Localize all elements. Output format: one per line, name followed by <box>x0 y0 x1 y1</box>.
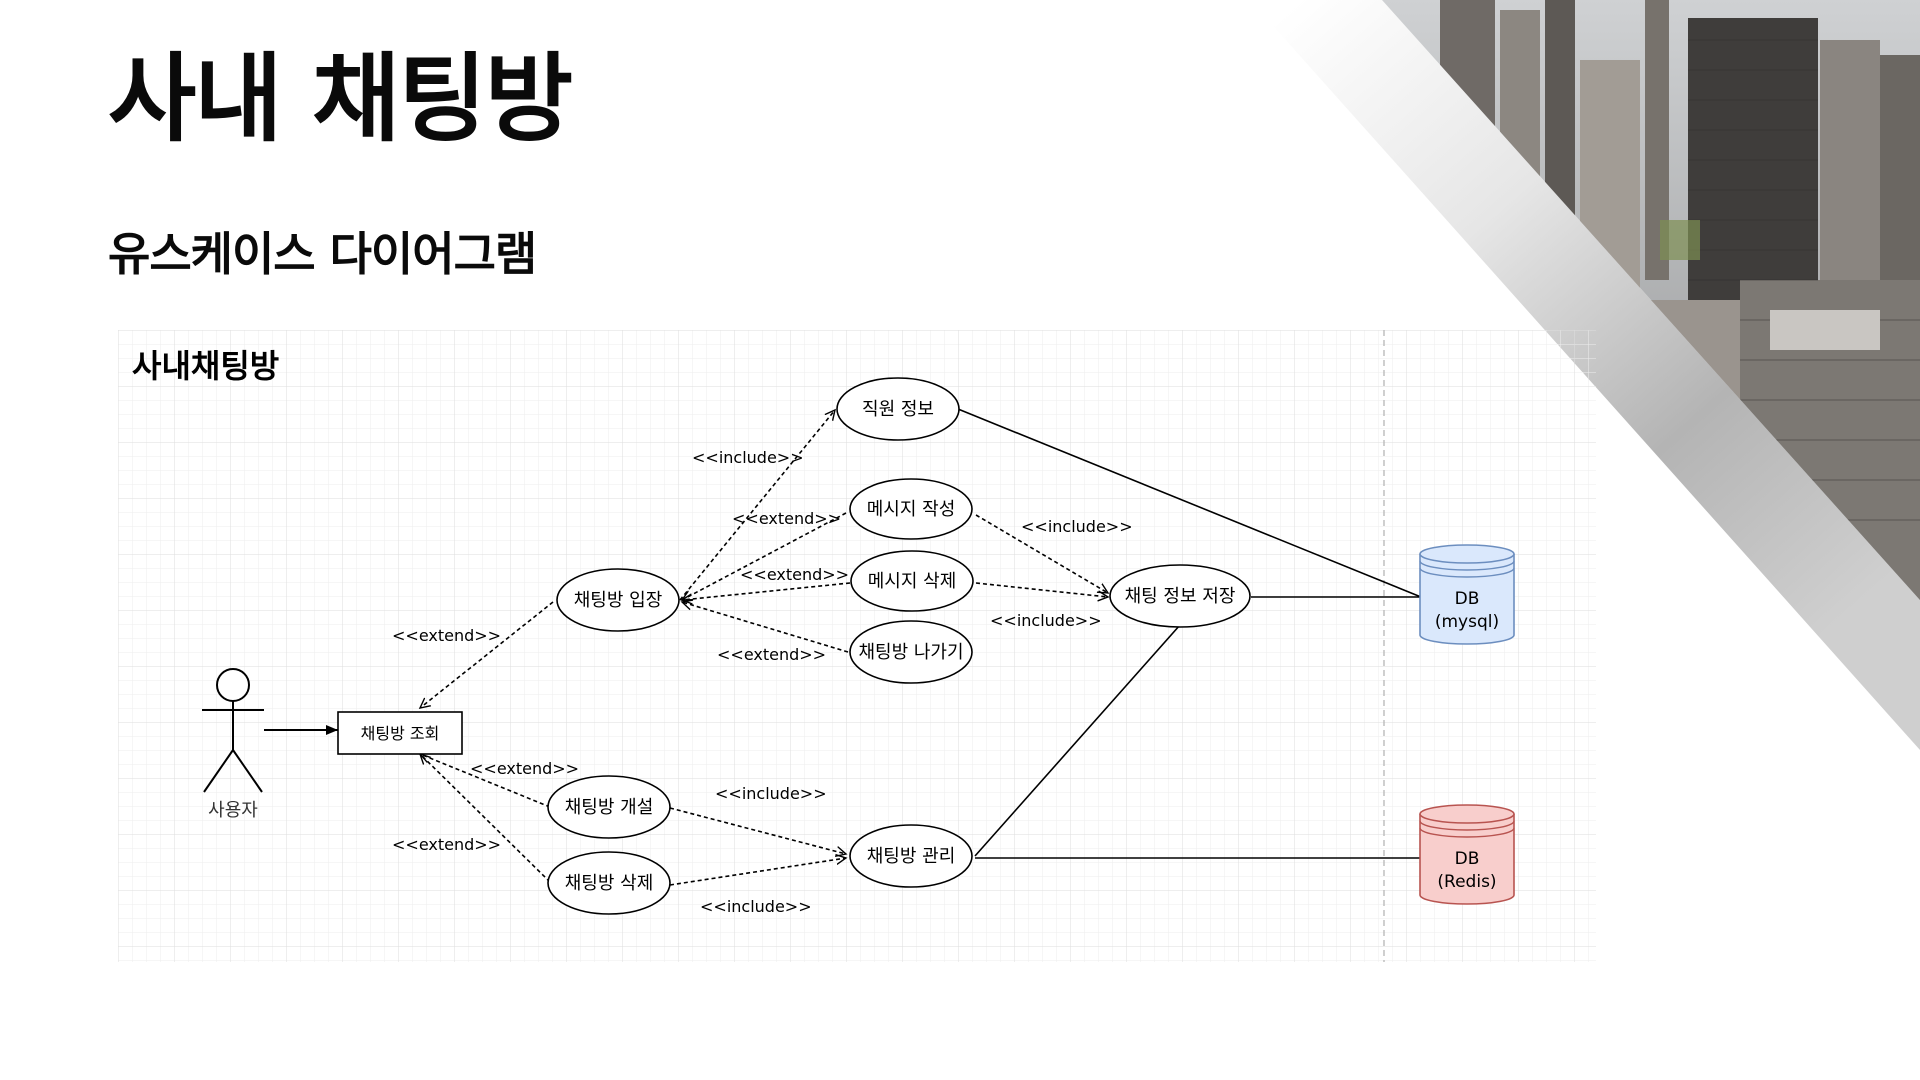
label-include-remove-manage: <<include>> <box>700 897 812 916</box>
edge-delete-enter <box>682 582 851 600</box>
node-chatroom-enter <box>556 568 680 632</box>
edge-write-enter <box>682 512 847 600</box>
db-mysql-label-2: (mysql) <box>1435 612 1499 632</box>
label-extend-write: <<extend>> <box>732 509 841 528</box>
db-redis-label-2: (Redis) <box>1437 872 1496 892</box>
node-chatroom-leave <box>849 620 973 684</box>
edge-write-save <box>975 514 1108 593</box>
actor-user <box>202 668 264 793</box>
page-subtitle: 유스케이스 다이어그램 <box>108 227 537 281</box>
label-include-create-manage: <<include>> <box>715 784 827 803</box>
edge-remove-view <box>420 754 551 883</box>
node-chatroom-view <box>337 711 463 755</box>
page-title: 사내 채팅방 <box>108 43 573 155</box>
node-chatroom-create <box>547 775 671 839</box>
node-chatroom-remove <box>547 851 671 915</box>
use-case-diagram: 사내채팅방 사용자 채팅방 조회 <box>118 330 1596 962</box>
edge-remove-manage <box>669 858 846 886</box>
label-include-delete-save: <<include>> <box>990 611 1102 630</box>
edge-manage-save <box>974 624 1181 857</box>
label-extend-remove: <<extend>> <box>392 835 501 854</box>
node-message-delete <box>850 550 974 612</box>
dashed-edges <box>420 410 1108 886</box>
use-case-diagram-panel: 사내채팅방 사용자 채팅방 조회 <box>118 330 1596 962</box>
label-extend-delete: <<extend>> <box>740 565 849 584</box>
db-mysql-label-1: DB <box>1455 589 1480 609</box>
node-chatroom-manage-label: 채팅방 관리 <box>867 846 956 867</box>
db-mysql <box>1419 544 1515 645</box>
node-chat-info-save <box>1109 564 1251 628</box>
node-message-delete-label: 메시지 삭제 <box>868 571 957 592</box>
node-chat-info-save-label: 채팅 정보 저장 <box>1125 586 1236 607</box>
actor-head <box>216 668 250 702</box>
actor-label: 사용자 <box>208 800 258 821</box>
label-include-employee: <<include>> <box>692 448 804 467</box>
edge-leave-enter <box>682 602 849 653</box>
solid-edges <box>957 408 1422 859</box>
node-chatroom-remove-label: 채팅방 삭제 <box>565 873 654 894</box>
node-chatroom-leave-label: 채팅방 나가기 <box>858 642 963 663</box>
node-chatroom-manage <box>849 824 973 888</box>
node-chatroom-enter-label: 채팅방 입장 <box>574 590 663 611</box>
label-extend-create: <<extend>> <box>470 759 579 778</box>
edge-enter-employee <box>679 410 835 601</box>
db-redis <box>1419 804 1515 905</box>
db-redis-label-1: DB <box>1455 849 1480 869</box>
edge-employee-mysql <box>957 408 1422 598</box>
label-extend-leave: <<extend>> <box>717 645 826 664</box>
node-message-write <box>849 478 973 540</box>
node-message-write-label: 메시지 작성 <box>867 499 956 520</box>
label-include-write-save: <<include>> <box>1021 517 1133 536</box>
edge-create-view <box>420 754 551 808</box>
node-chatroom-view-label: 채팅방 조회 <box>361 724 440 743</box>
label-extend-enter: <<extend>> <box>392 626 501 645</box>
edge-create-manage <box>669 807 846 854</box>
node-chatroom-create-label: 채팅방 개설 <box>565 797 654 818</box>
system-name: 사내채팅방 <box>132 347 279 385</box>
node-employee-info <box>836 377 960 441</box>
use-case-nodes <box>547 377 1251 915</box>
edge-enter-view <box>420 601 554 708</box>
edge-delete-save <box>975 582 1108 597</box>
node-employee-info-label: 직원 정보 <box>862 399 934 420</box>
